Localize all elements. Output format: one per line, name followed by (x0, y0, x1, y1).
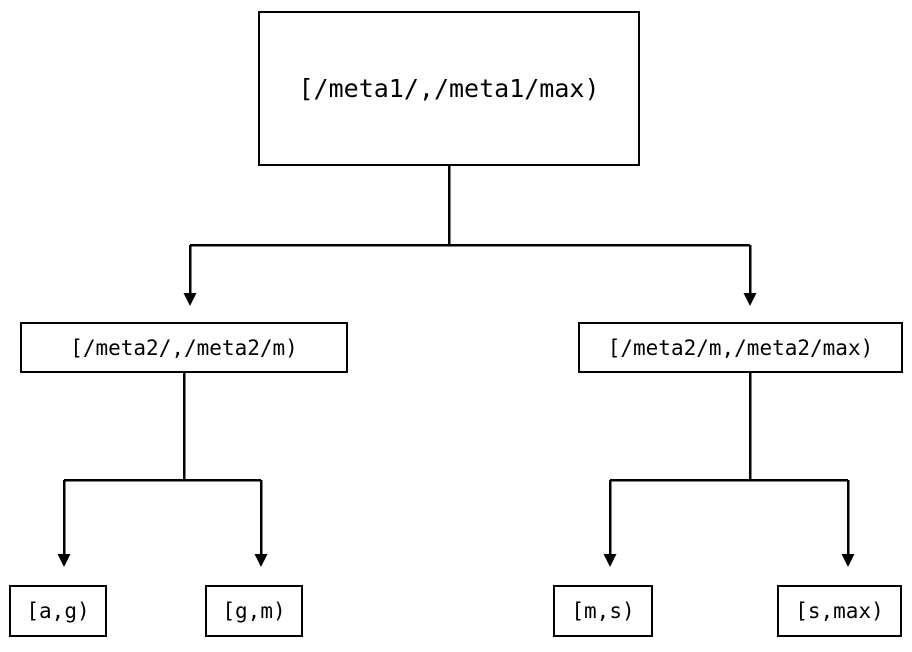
node-leaf-g-m[interactable]: [g,m) (205, 585, 303, 637)
node-leaf-a-g[interactable]: [a,g) (9, 585, 107, 637)
node-mid-left-label: [/meta2/,/meta2/m) (70, 335, 298, 360)
node-root[interactable]: [/meta1/,/meta1/max) (258, 11, 640, 166)
node-leaf-g-m-label: [g,m) (222, 599, 286, 623)
arrowhead-to-leaf2 (254, 554, 268, 567)
node-leaf-a-g-label: [a,g) (26, 599, 90, 623)
node-leaf-s-max[interactable]: [s,max) (777, 585, 902, 637)
arrowhead-to-mid-left (183, 293, 197, 306)
arrowhead-to-leaf4 (841, 554, 855, 567)
node-mid-right[interactable]: [/meta2/m,/meta2/max) (578, 322, 903, 373)
node-root-label: [/meta1/,/meta1/max) (298, 74, 600, 103)
node-leaf-s-max-label: [s,max) (795, 599, 884, 623)
node-leaf-m-s[interactable]: [m,s) (553, 585, 653, 637)
arrowhead-to-leaf3 (603, 554, 617, 567)
node-mid-left[interactable]: [/meta2/,/meta2/m) (20, 322, 348, 373)
node-mid-right-label: [/meta2/m,/meta2/max) (607, 335, 874, 360)
arrowhead-to-mid-right (743, 293, 757, 306)
arrowhead-to-leaf1 (57, 554, 71, 567)
node-leaf-m-s-label: [m,s) (571, 599, 635, 623)
